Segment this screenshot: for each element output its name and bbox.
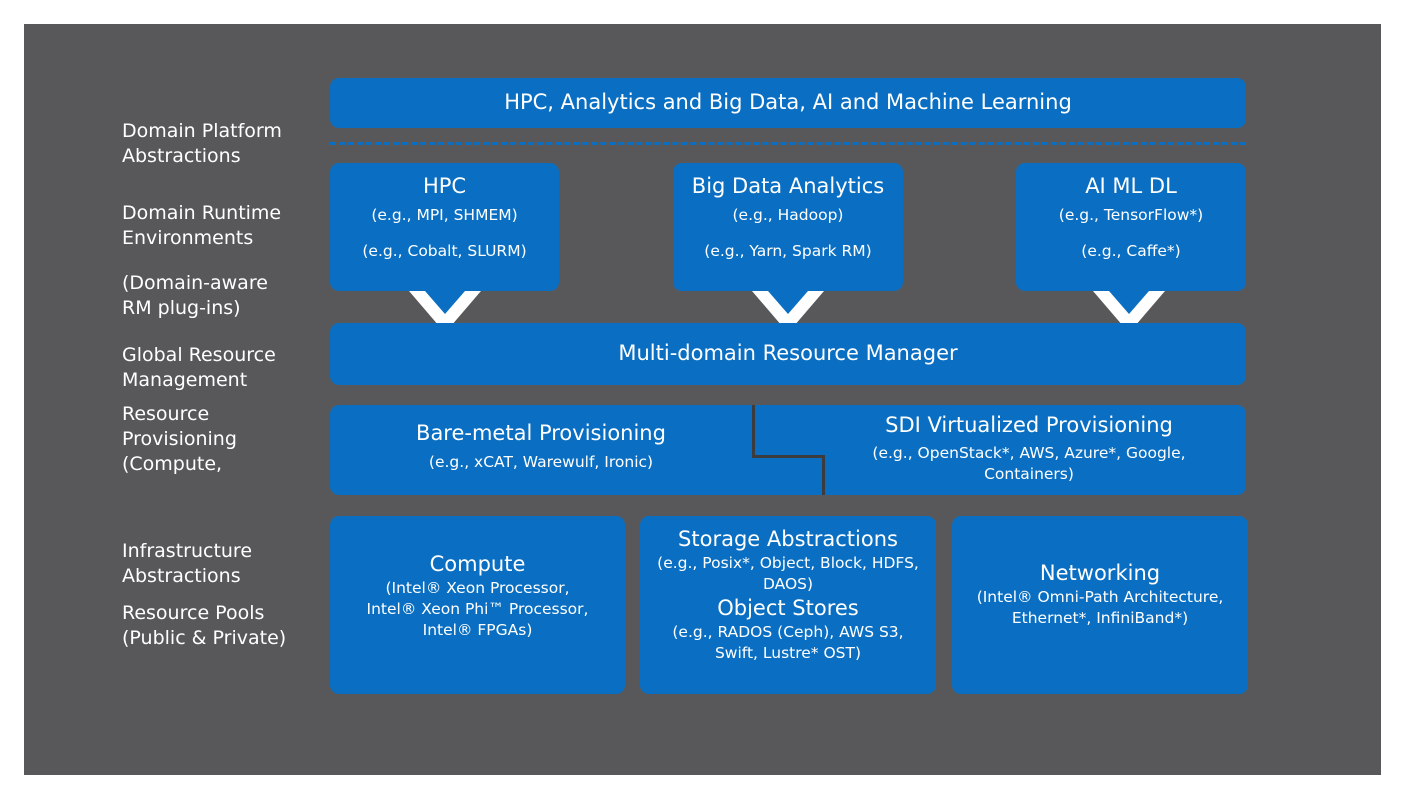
- label-resource-pools: Resource Pools (Public & Private): [122, 602, 287, 649]
- runtime-title-hpc: HPC: [422, 174, 467, 198]
- runtime-line2-hpc: (e.g., Cobalt, SLURM): [362, 242, 527, 260]
- domain-platform-title: HPC, Analytics and Big Data, AI and Mach…: [504, 90, 1072, 114]
- runtime-box-big-data: Big Data Analytics (e.g., Hadoop) (e.g.,…: [673, 163, 903, 291]
- runtime-box-hpc: HPC (e.g., MPI, SHMEM) (e.g., Cobalt, SL…: [330, 163, 559, 291]
- label-infrastructure-abstractions: Infrastructure Abstractions: [122, 540, 253, 587]
- provisioning-divider: [752, 455, 825, 458]
- runtime-line1-hpc: (e.g., MPI, SHMEM): [371, 206, 518, 224]
- sdi-title: SDI Virtualized Provisioning: [885, 413, 1173, 437]
- dashed-separator: [330, 142, 1246, 145]
- runtime-title-big-data: Big Data Analytics: [691, 174, 885, 198]
- object-stores-title: Object Stores: [717, 596, 859, 620]
- sdi-virtualized-provisioning: SDI Virtualized Provisioning (e.g., Open…: [812, 412, 1246, 485]
- storage-title: Storage Abstractions: [678, 527, 898, 551]
- label-global-resource-management: Global Resource Management: [122, 344, 276, 391]
- chevron-inner-big-data: [768, 291, 808, 314]
- runtime-line1-big-data: (e.g., Hadoop): [732, 206, 844, 224]
- bare-metal-sub: (e.g., xCAT, Warewulf, Ironic): [428, 453, 654, 471]
- networking-title: Networking: [1039, 561, 1161, 585]
- domain-platform-box: HPC, Analytics and Big Data, AI and Mach…: [330, 78, 1246, 128]
- resource-manager-box: Multi-domain Resource Manager: [330, 323, 1246, 385]
- provisioning-box: [330, 405, 1246, 495]
- bare-metal-provisioning: Bare-metal Provisioning (e.g., xCAT, War…: [330, 420, 752, 473]
- runtime-title-ai: AI ML DL: [1085, 174, 1177, 198]
- provisioning-divider: [752, 405, 755, 457]
- compute-box: Compute (Intel® Xeon Processor, Intel® X…: [330, 516, 625, 694]
- label-domain-platform-abstractions: Domain Platform Abstractions: [122, 120, 282, 167]
- label-domain-aware-plugins: (Domain-aware RM plug-ins): [122, 272, 268, 319]
- runtime-box-ai: AI ML DL (e.g., TensorFlow*) (e.g., Caff…: [1016, 163, 1246, 291]
- object-stores-sub: (e.g., RADOS (Ceph), AWS S3, Swift, Lust…: [672, 623, 904, 662]
- label-resource-provisioning: Resource Provisioning (Compute,: [122, 403, 237, 475]
- runtime-line2-ai: (e.g., Caffe*): [1081, 242, 1181, 260]
- label-domain-runtime-environments: Domain Runtime Environments: [122, 202, 282, 249]
- compute-title: Compute: [429, 552, 526, 576]
- sdi-sub: (e.g., OpenStack*, AWS, Azure*, Google, …: [872, 444, 1186, 483]
- storage-box: Storage Abstractions (e.g., Posix*, Obje…: [640, 516, 936, 694]
- provisioning-divider: [822, 455, 825, 495]
- networking-box: Networking (Intel® Omni-Path Architectur…: [952, 516, 1248, 694]
- chevron-inner-ai: [1109, 291, 1149, 314]
- storage-sub: (e.g., Posix*, Object, Block, HDFS, DAOS…: [657, 554, 919, 593]
- chevron-inner-hpc: [425, 291, 465, 314]
- bare-metal-title: Bare-metal Provisioning: [416, 421, 666, 445]
- resource-manager-title: Multi-domain Resource Manager: [618, 341, 958, 365]
- compute-sub: (Intel® Xeon Processor, Intel® Xeon Phi™…: [366, 579, 589, 639]
- runtime-line2-big-data: (e.g., Yarn, Spark RM): [704, 242, 872, 260]
- runtime-line1-ai: (e.g., TensorFlow*): [1058, 206, 1204, 224]
- networking-sub: (Intel® Omni-Path Architecture, Ethernet…: [976, 588, 1224, 627]
